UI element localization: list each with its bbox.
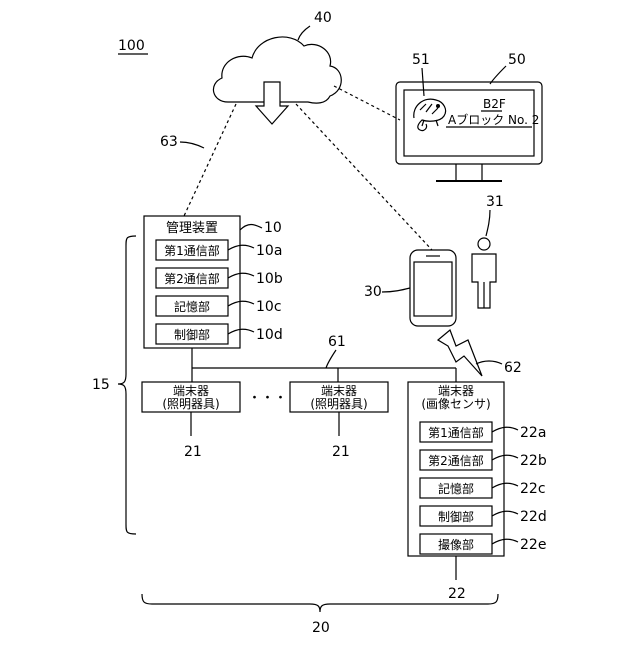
sensor-unit-ref: 22d: [520, 509, 547, 525]
sensor-unit-label: 制御部: [438, 509, 474, 524]
sensor-line2: (画像センサ): [421, 397, 490, 411]
phone-ref: 30: [364, 284, 382, 300]
management-unit-label: 制御部: [174, 327, 210, 342]
sensor-unit: 第1通信部 22a: [420, 422, 546, 442]
wireless-lightning-icon: [438, 330, 482, 376]
management-unit: 第1通信部 10a: [156, 240, 282, 260]
terminal-1-ref: 21: [184, 444, 202, 460]
bus-ref-leader: [326, 350, 336, 368]
sensor-unit-ref: 22c: [520, 481, 546, 497]
bottom-brace: [142, 594, 498, 612]
sensor-unit-label: 記憶部: [438, 481, 474, 496]
sensor-unit: 第2通信部 22b: [420, 450, 547, 470]
person-icon: [472, 238, 496, 308]
management-unit-ref: 10d: [256, 327, 283, 343]
sensor-unit: 記憶部 22c: [420, 478, 546, 498]
wireless-ref: 62: [504, 360, 522, 376]
sensor-unit-ref: 22e: [520, 537, 546, 553]
management-ref: 10: [264, 220, 282, 236]
sensor-line1: 端末器: [438, 384, 474, 398]
sensor-unit: 撮像部 22e: [420, 534, 546, 554]
management-unit-label: 第1通信部: [164, 243, 220, 258]
management-title: 管理装置: [166, 221, 218, 236]
management-unit: 記憶部 10c: [156, 296, 282, 316]
person-ref-leader: [486, 210, 490, 236]
management-unit-label: 第2通信部: [164, 271, 220, 286]
bus-ref: 61: [328, 334, 346, 350]
display-floor-text: B2F: [483, 97, 506, 111]
management-ref-leader: [240, 225, 262, 231]
terminal-1-line1: 端末器: [173, 384, 209, 398]
terminal-2-ref: 21: [332, 444, 350, 460]
management-unit: 第2通信部 10b: [156, 268, 283, 288]
management-unit-ref: 10b: [256, 271, 283, 287]
smartphone-screen: [414, 262, 452, 316]
person-ref: 31: [486, 194, 504, 210]
cloud-management-link: [184, 104, 236, 216]
terminal-lighting-2: 端末器 (照明器具) 21: [290, 382, 388, 460]
figure-ref: 100: [118, 38, 145, 54]
display-ref-leader: [490, 66, 506, 84]
sensor-units: 第1通信部 22a 第2通信部 22b 記憶部 22c 制御部 22d 撮像部 22e: [420, 422, 547, 554]
display-ref: 50: [508, 52, 526, 68]
link-63-leader: [180, 142, 204, 148]
icon-ref: 51: [412, 52, 430, 68]
terminal-1-line2: (照明器具): [162, 397, 219, 411]
sensor-unit-label: 撮像部: [438, 537, 474, 552]
cloud-display-link: [334, 86, 400, 120]
display-location-text: Aブロック No. 2: [448, 112, 539, 127]
left-brace-ref: 15: [92, 377, 110, 393]
terminal-lighting-1: 端末器 (照明器具) 21: [142, 382, 240, 460]
management-unit-ref: 10a: [256, 243, 282, 259]
sensor-unit-ref: 22a: [520, 425, 546, 441]
wireless-ref-leader: [476, 361, 502, 364]
terminal-2-line1: 端末器: [321, 384, 357, 398]
phone-ref-leader: [382, 288, 410, 292]
left-brace: [118, 236, 136, 534]
sensor-ref: 22: [448, 586, 466, 602]
bottom-brace-ref: 20: [312, 620, 330, 636]
cloud-ref: 40: [314, 10, 332, 26]
sensor-unit-label: 第2通信部: [428, 453, 484, 468]
sensor-unit-label: 第1通信部: [428, 425, 484, 440]
sensor-unit: 制御部 22d: [420, 506, 547, 526]
terminal-2-line2: (照明器具): [310, 397, 367, 411]
management-unit-ref: 10c: [256, 299, 282, 315]
sensor-unit-ref: 22b: [520, 453, 547, 469]
link-63-ref: 63: [160, 134, 178, 150]
management-unit: 制御部 10d: [156, 324, 283, 344]
cloud-ref-leader: [298, 26, 310, 40]
management-unit-label: 記憶部: [174, 299, 210, 314]
